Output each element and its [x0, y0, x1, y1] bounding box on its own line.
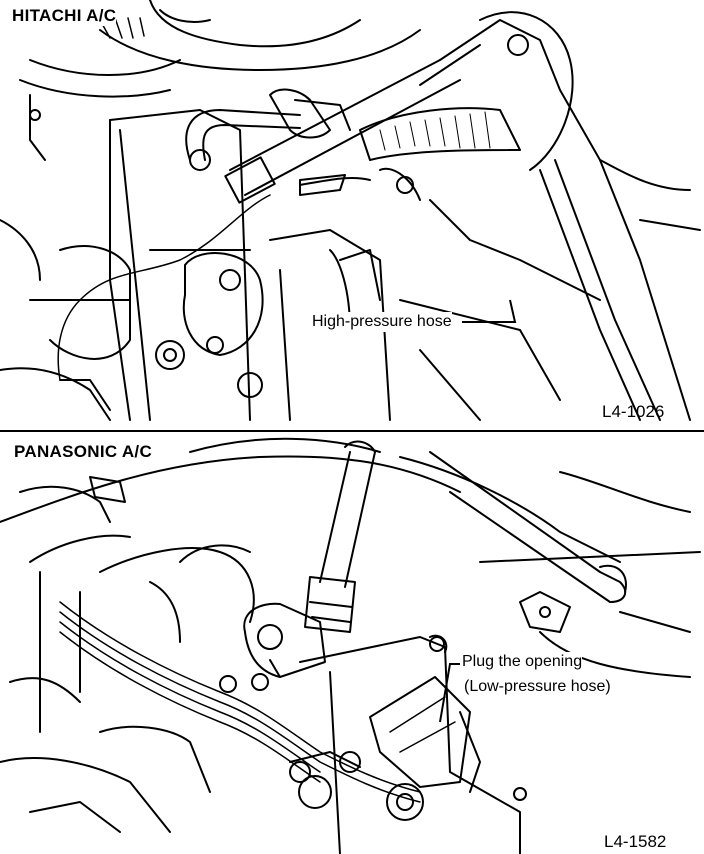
figure-code-top: L4-1026 [602, 402, 665, 421]
panel-title-panasonic: PANASONIC A/C [14, 442, 153, 462]
panel-divider [0, 430, 704, 432]
callout-plug-opening: Plug the opening [462, 652, 583, 672]
panel-hitachi: HITACHI A/C High-pressure hose L4-1026 [0, 0, 701, 421]
figure-code-bottom: L4-1582 [604, 832, 667, 851]
hitachi-engine-illustration [0, 0, 701, 421]
panasonic-engine-illustration [0, 437, 701, 854]
panel-panasonic: PANASONIC A/C Plug the opening (Low-pres… [0, 432, 704, 854]
callout-leader-line-bottom [439, 663, 460, 723]
callout-high-pressure-hose: High-pressure hose [312, 312, 452, 332]
panel-title-hitachi: HITACHI A/C [12, 6, 117, 26]
callout-low-pressure-hose: (Low-pressure hose) [464, 677, 611, 697]
callout-leader-line [462, 299, 517, 323]
